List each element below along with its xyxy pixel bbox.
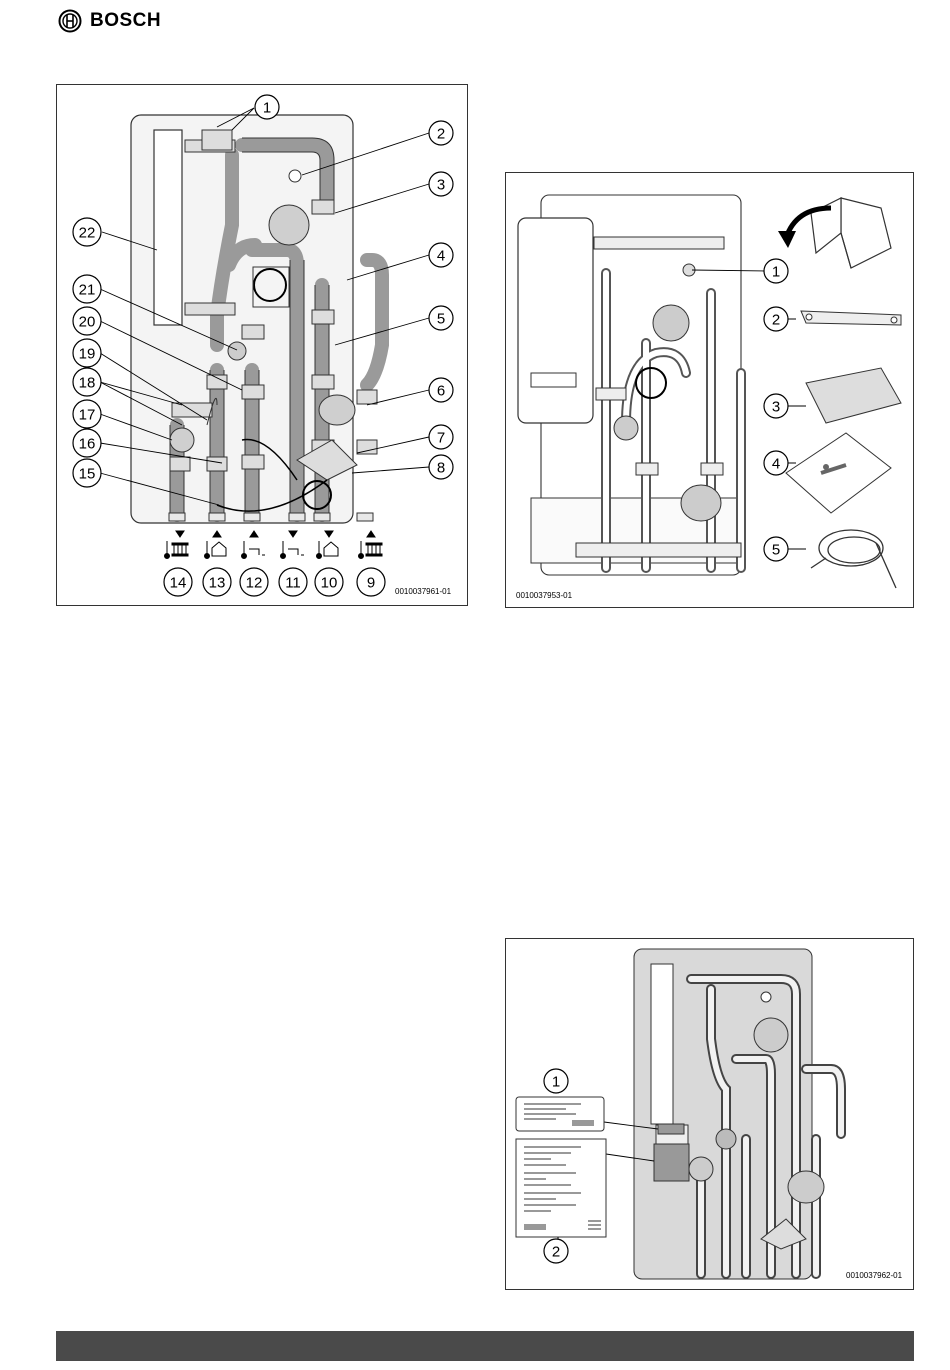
callout-b-5: 5 (772, 542, 780, 559)
callout-20: 20 (79, 314, 96, 331)
callout-6: 6 (437, 383, 445, 400)
callout-9: 9 (367, 575, 375, 592)
callout-5: 5 (437, 311, 445, 328)
callout-b-1: 1 (772, 264, 780, 281)
figure-id: 0010037961-01 (395, 587, 451, 596)
callout-16: 16 (79, 436, 96, 453)
figure-id: 0010037962-01 (846, 1271, 902, 1280)
bracket-icon (801, 311, 901, 325)
callout-11: 11 (285, 575, 301, 592)
sensor-cable-icon (811, 530, 896, 588)
brand-logo: BOSCH (58, 8, 161, 34)
callout-b-4: 4 (772, 456, 780, 473)
callout-19: 19 (79, 346, 96, 363)
callout-13: 13 (209, 575, 226, 592)
callout-1: 1 (263, 100, 271, 117)
flow-symbols (165, 531, 383, 559)
type-plate-1 (516, 1097, 604, 1131)
callout-10: 10 (321, 575, 338, 592)
callout-12: 12 (246, 575, 263, 592)
figure-id: 0010037953-01 (516, 591, 572, 600)
figure-station-components: 1 2 3 4 5 6 7 8 22 21 20 19 18 17 16 15 … (56, 84, 468, 606)
parts-bag-icon (806, 368, 901, 423)
brand-name: BOSCH (90, 10, 161, 32)
callout-b-2: 2 (772, 312, 780, 329)
figure-scope-of-delivery: 1 2 3 4 5 0010037953-01 (505, 172, 914, 608)
callout-c-1: 1 (552, 1074, 560, 1091)
callout-b-3: 3 (772, 399, 780, 416)
manual-icon (786, 433, 891, 513)
callout-14: 14 (170, 575, 187, 592)
callout-3: 3 (437, 177, 445, 194)
figure-type-plates: 1 2 0010037962-01 (505, 938, 914, 1290)
callout-7: 7 (437, 430, 445, 447)
callout-4: 4 (437, 248, 445, 265)
callout-18: 18 (79, 375, 96, 392)
type-plate-2 (516, 1139, 606, 1237)
callout-22: 22 (79, 225, 96, 242)
callout-21: 21 (79, 282, 96, 299)
callout-15: 15 (79, 466, 96, 483)
footer-bar (56, 1331, 914, 1361)
callout-17: 17 (79, 407, 96, 424)
bosch-armature-icon (58, 9, 82, 33)
callout-c-2: 2 (552, 1244, 560, 1261)
callout-8: 8 (437, 460, 445, 477)
callout-2: 2 (437, 126, 445, 143)
